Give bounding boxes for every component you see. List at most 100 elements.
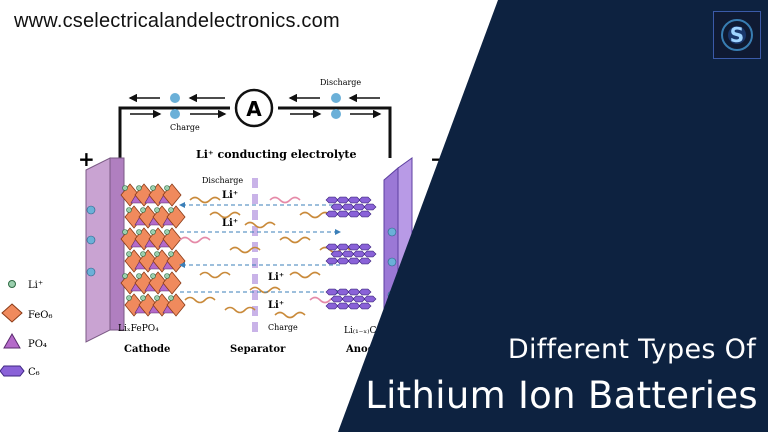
title-panel	[338, 0, 768, 432]
c6-hexagon	[352, 250, 366, 258]
li-ion	[154, 207, 160, 213]
electron	[387, 257, 397, 267]
cs-logo-icon[interactable]: S	[713, 11, 761, 59]
li-ion	[140, 251, 146, 257]
banner-line-2: Lithium Ion Batteries	[365, 374, 758, 417]
cathode-crystal	[120, 183, 186, 317]
c6-hexagon	[358, 243, 372, 251]
ammeter: A	[234, 88, 274, 128]
c6-hexagon	[336, 196, 350, 204]
li-ion	[150, 273, 156, 279]
c6-hexagon	[341, 295, 355, 303]
li-ion	[140, 295, 146, 301]
li-ion-label-2: Li⁺	[222, 218, 238, 229]
discharge-top-label: Discharge	[320, 78, 361, 87]
c6-hexagon	[347, 196, 361, 204]
legend-po4: PO₄	[28, 339, 47, 350]
li-ion	[122, 229, 128, 235]
c6-hexagon	[358, 210, 372, 218]
li-ion	[140, 207, 146, 213]
li-ion	[150, 229, 156, 235]
electrolyte-label: Li⁺ conducting electrolyte	[196, 148, 356, 161]
electrolyte-molecule	[209, 211, 241, 219]
c6-hexagon	[330, 295, 344, 303]
li-ion	[136, 185, 142, 191]
c6-hexagon	[336, 210, 350, 218]
c6-hexagon	[358, 257, 372, 265]
legend: Li⁺ FeO₆ PO₄ C₆	[0, 280, 53, 378]
li-ion	[126, 251, 132, 257]
c6-hexagon	[347, 302, 361, 310]
c6-hexagon	[336, 257, 350, 265]
li-ion	[136, 273, 142, 279]
li-ion	[168, 207, 174, 213]
electrolyte-molecules	[179, 196, 351, 319]
li-ion-label-3: Li⁺	[268, 272, 284, 283]
po4-tetrahedron-icon	[3, 332, 21, 349]
c6-hexagon	[347, 288, 361, 296]
li-ion	[122, 273, 128, 279]
li-ion	[126, 207, 132, 213]
separator-label: Separator	[230, 344, 286, 355]
charge-mid-label: Charge	[268, 323, 298, 332]
c6-hexagon	[325, 288, 339, 296]
li-ion-label-4: Li⁺	[268, 300, 284, 311]
electrolyte-molecule	[269, 196, 301, 204]
legend-c6: C₆	[28, 367, 40, 378]
li-ion	[164, 185, 170, 191]
c6-hexagon	[363, 203, 377, 211]
electrolyte-molecule	[289, 271, 321, 279]
electron	[86, 267, 96, 277]
c6-hexagon	[341, 203, 355, 211]
li-ion	[168, 295, 174, 301]
c6-hexagon	[325, 257, 339, 265]
c6-hexagon	[363, 250, 377, 258]
electrolyte-molecule	[244, 221, 276, 229]
c6-hexagon	[347, 210, 361, 218]
li-ion	[154, 251, 160, 257]
electron	[86, 205, 96, 215]
c6-hexagon	[330, 203, 344, 211]
electron	[387, 227, 397, 237]
c6-hexagon	[330, 250, 344, 258]
c6-hexagon	[347, 243, 361, 251]
c6-hexagon	[325, 243, 339, 251]
cathode-formula: LiₓFePO₄	[118, 324, 159, 334]
electrolyte-molecule	[279, 236, 311, 244]
cathode-label: Cathode	[124, 344, 170, 355]
top-flow-arrows	[128, 93, 382, 119]
electrolyte-molecule	[274, 311, 306, 319]
li-ion	[122, 185, 128, 191]
li-ion	[150, 185, 156, 191]
c6-hexagon-icon	[0, 365, 25, 377]
electrolyte-molecule	[299, 211, 331, 219]
circuit-wire	[118, 106, 392, 158]
ion-flow-lines	[179, 202, 341, 295]
c6-hexagon	[358, 196, 372, 204]
plus-terminal: +	[78, 147, 95, 171]
li-ion	[168, 251, 174, 257]
discharge-mid-label: Discharge	[202, 176, 243, 185]
li-ion	[126, 295, 132, 301]
electrolyte-molecule	[199, 271, 231, 279]
electrolyte-molecule	[189, 196, 221, 204]
logo-letter: S	[730, 23, 744, 47]
website-url[interactable]: www.cselectricalandelectronics.com	[14, 10, 340, 32]
legend-feo6: FeO₆	[28, 310, 53, 321]
electron	[86, 235, 96, 245]
cathode-plate	[85, 157, 125, 343]
li-ion-label-1: Li⁺	[222, 190, 238, 201]
c6-hexagon	[341, 250, 355, 258]
ammeter-label: A	[246, 97, 262, 121]
c6-hexagon	[347, 257, 361, 265]
li-ion	[164, 229, 170, 235]
c6-hexagon	[363, 295, 377, 303]
feo6-octahedron-icon	[1, 303, 23, 323]
li-ion	[136, 229, 142, 235]
legend-li: Li⁺	[28, 280, 43, 291]
electrolyte-molecule	[184, 296, 216, 304]
c6-hexagon	[352, 295, 366, 303]
top-electrons	[170, 93, 341, 119]
anode-formula: Li₍₁₋ₓ₎C₆	[344, 326, 380, 336]
